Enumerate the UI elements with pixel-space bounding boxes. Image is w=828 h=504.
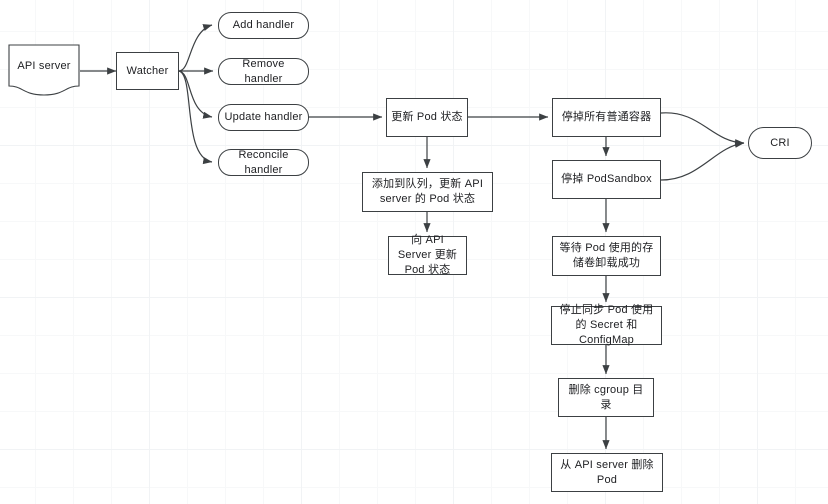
edge-watcher-to-update-handler [178,70,213,119]
node-api-server-label: API server [17,59,71,72]
edge-watcher-to-reconcile-handler [178,70,213,165]
node-cri[interactable]: CRI [748,127,812,159]
node-update-pod-status[interactable]: 更新 Pod 状态 [386,98,468,137]
node-delete-cgroup[interactable]: 删除 cgroup 目录 [558,378,654,417]
node-add-handler[interactable]: Add handler [218,12,309,39]
node-stop-sync-secret-configmap[interactable]: 停止同步 Pod 使用的 Secret 和 ConfigMap [551,304,662,346]
node-stop-podsandbox[interactable]: 停掉 PodSandbox [552,160,661,199]
edge-watcher-to-add-handler [178,24,213,72]
node-update-handler[interactable]: Update handler [218,104,309,131]
node-api-server[interactable]: API server [8,44,80,96]
node-wait-volume-unmount[interactable]: 等待 Pod 使用的存储卷卸载成功 [552,236,661,276]
node-watcher[interactable]: Watcher [116,52,179,90]
node-add-to-queue[interactable]: 添加到队列，更新 API server 的 Pod 状态 [362,172,493,212]
node-reconcile-handler[interactable]: Reconcile handler [218,149,309,176]
node-remove-handler[interactable]: Remove handler [218,58,309,85]
node-update-api-server-pod-status[interactable]: 向 API Server 更新 Pod 状态 [388,234,467,276]
edge-stop-all-containers-to-cri [660,112,745,147]
node-delete-pod-from-api-server[interactable]: 从 API server 删除 Pod [551,453,663,492]
node-stop-all-containers[interactable]: 停掉所有普通容器 [552,98,661,137]
document-shape-icon [8,44,80,96]
edge-stop-podsandbox-to-cri [660,140,745,181]
